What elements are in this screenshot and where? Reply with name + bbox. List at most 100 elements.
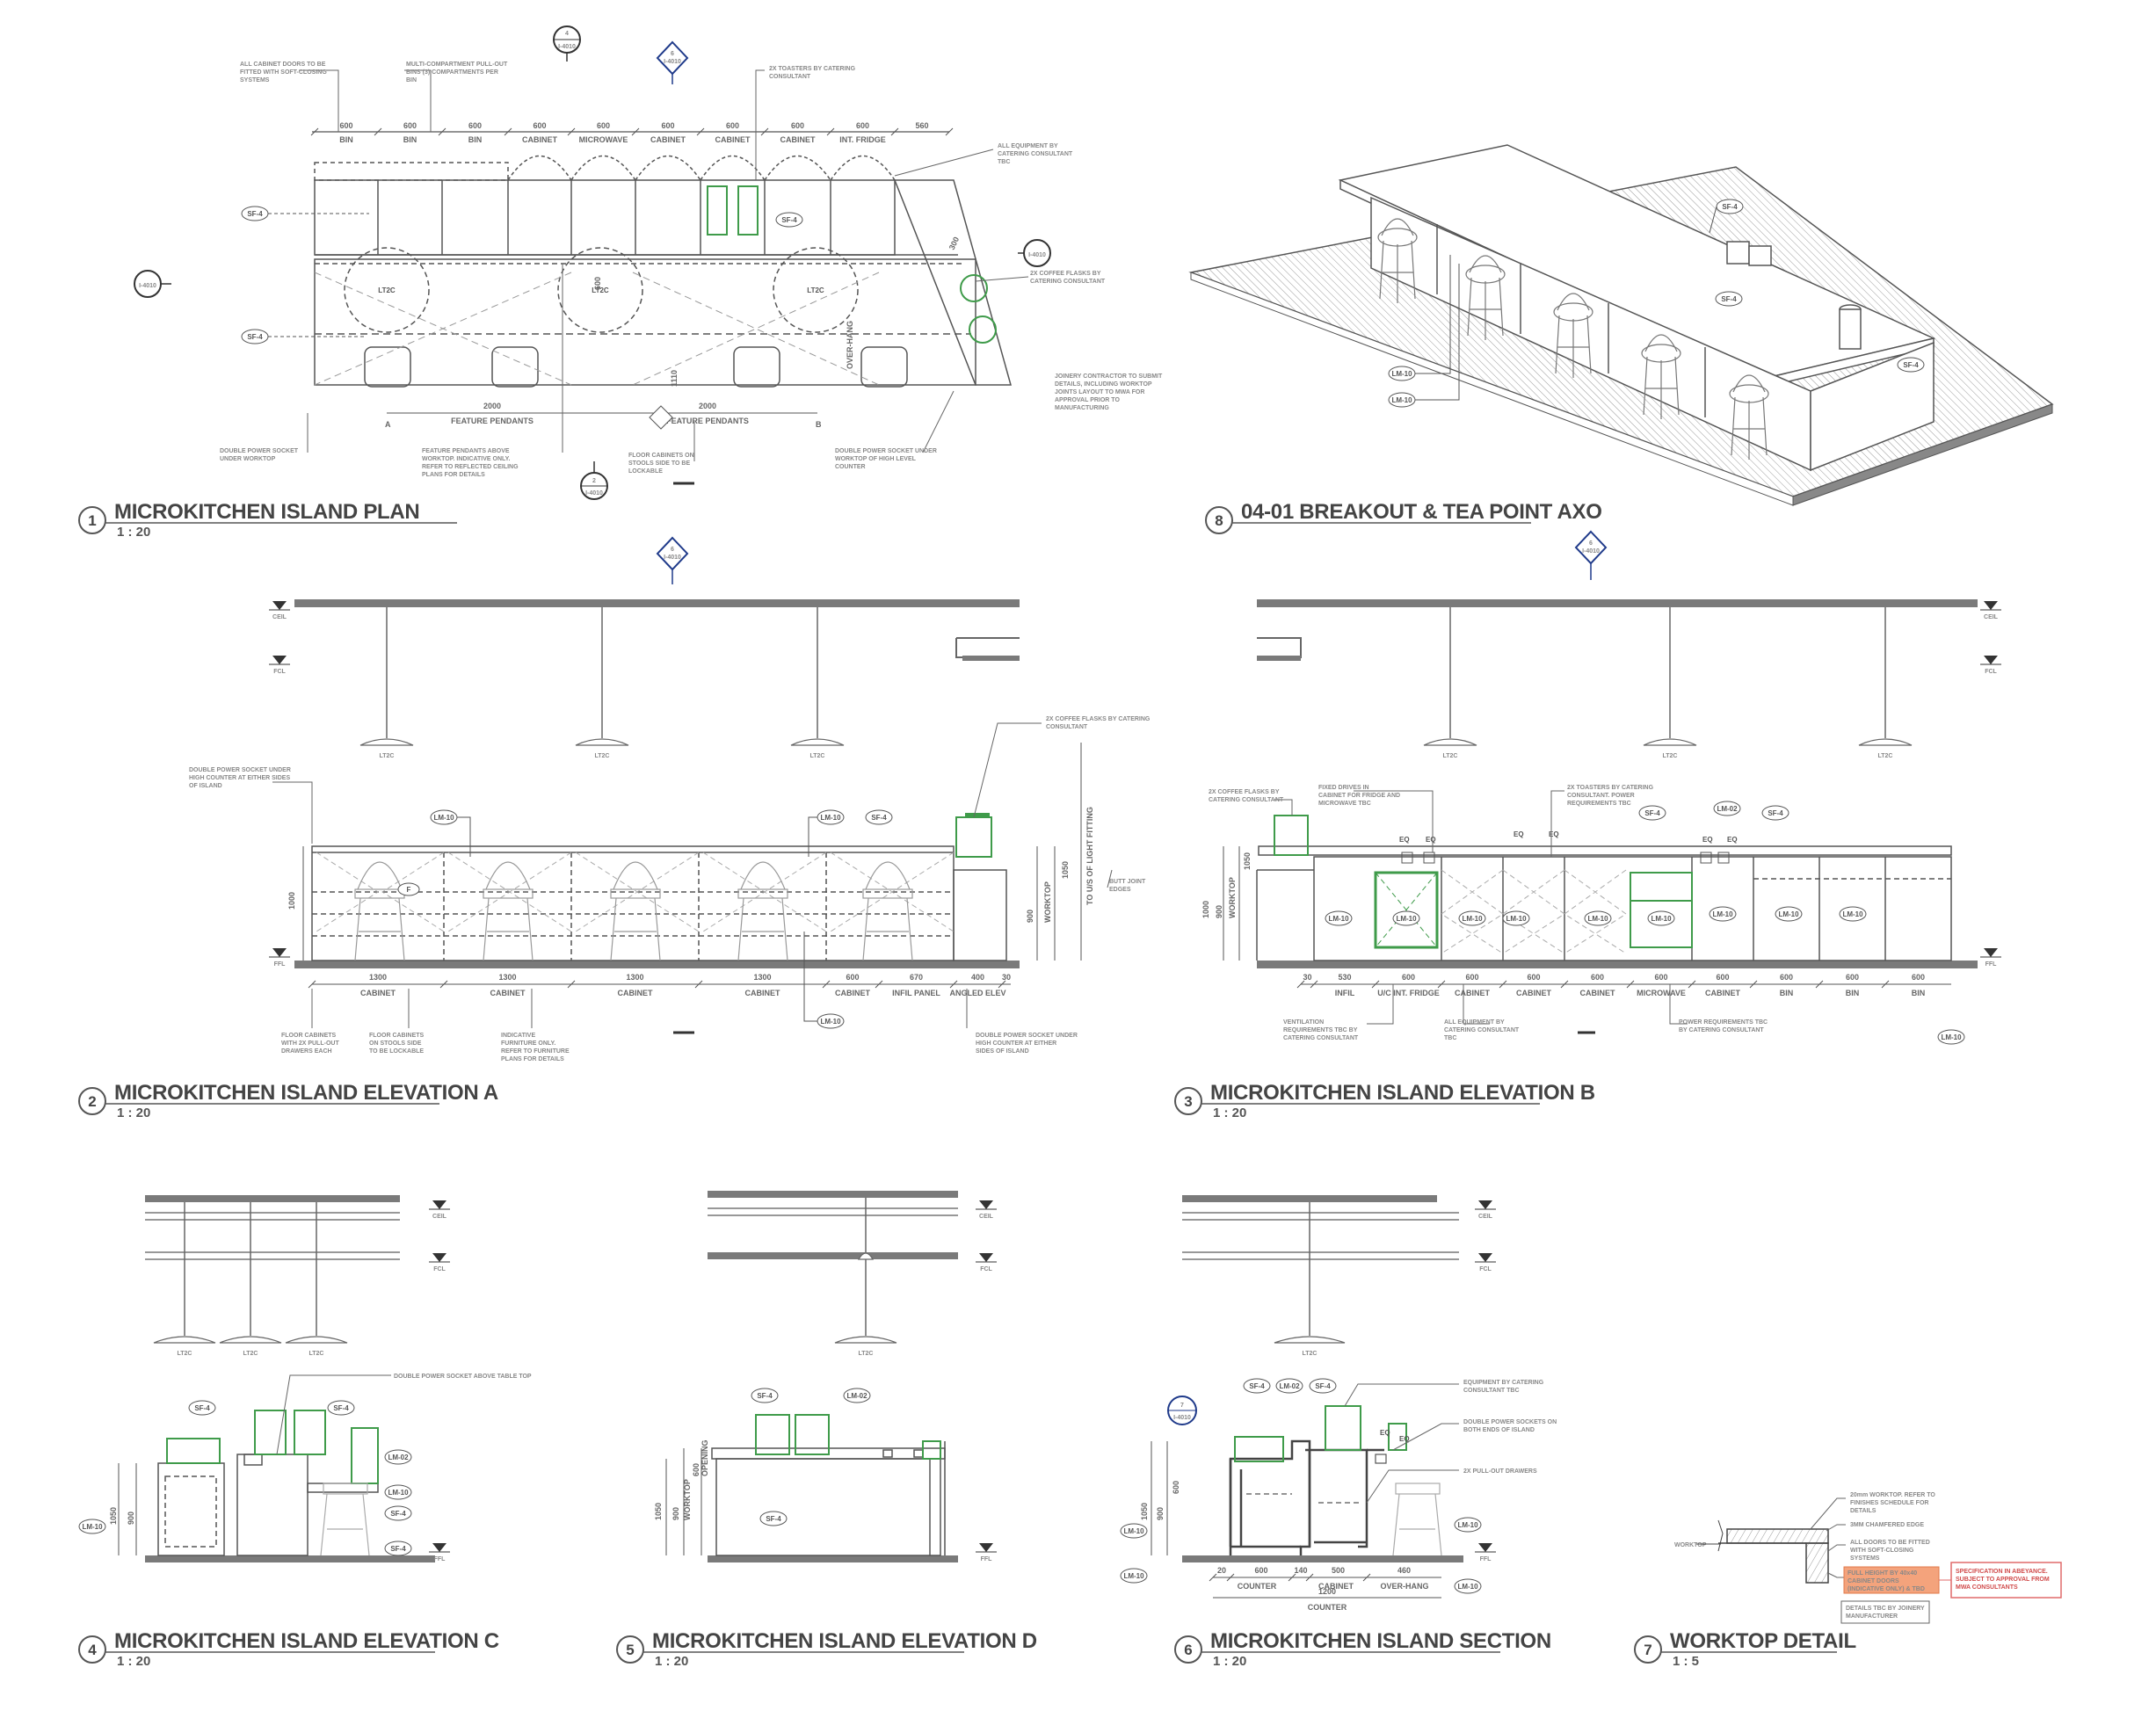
dim-value: 600	[533, 121, 546, 130]
stool-seat	[737, 888, 788, 899]
material-tag	[78, 1519, 106, 1534]
eq-label: EQ	[1514, 830, 1524, 838]
dim-value: 600	[1716, 973, 1729, 982]
section-callout-blue-3[interactable]: 6 I-4010	[1574, 530, 1608, 580]
view-number-circle	[616, 1635, 644, 1664]
material-tag	[759, 1511, 788, 1526]
material-tag-label: SF-4	[766, 1515, 781, 1523]
view-number-circle	[1174, 1087, 1202, 1115]
material-tag-label: LM-10	[1506, 915, 1527, 923]
dim-tick	[1560, 980, 1569, 989]
level-label: CEIL	[1984, 614, 1999, 620]
pendant-label: LT2C	[1443, 753, 1458, 759]
svg-text:1050: 1050	[654, 1503, 663, 1520]
material-tag	[1458, 910, 1486, 926]
material-tag-label: LM-10	[1941, 1033, 1962, 1041]
highlight-note: SPECIFICATION IN ABEYANCE.SUBJECT TO APP…	[1956, 1569, 2050, 1591]
stool-back	[1381, 218, 1414, 236]
dim-tick	[694, 980, 703, 989]
dim-tick	[631, 127, 640, 136]
section-callout-blue-1[interactable]: 6 I-4010	[656, 40, 689, 84]
level-label: CEIL	[272, 614, 287, 620]
section-callout-left[interactable]: I-4010	[134, 270, 171, 298]
section-callout-bottom[interactable]: 2 I-4010	[580, 461, 608, 500]
section-callout-right[interactable]: I-4010	[1018, 239, 1051, 267]
section-callout-top[interactable]: 4 I-4010	[553, 25, 581, 62]
svg-text:EQ: EQ	[1380, 1429, 1390, 1437]
stool-back	[357, 861, 403, 890]
cell-label: COUNTER	[1238, 1582, 1277, 1591]
dim-value: 530	[1338, 973, 1351, 982]
svg-text:I-4010: I-4010	[1582, 548, 1600, 555]
svg-text:LT2C: LT2C	[592, 286, 609, 294]
dim-tick	[890, 127, 899, 136]
view-scale: 1 : 5	[1673, 1654, 1699, 1669]
dim-value: 600	[856, 121, 869, 130]
dim-tick	[1296, 980, 1305, 989]
dim-value: 30	[1002, 973, 1011, 982]
dim-tick	[760, 127, 769, 136]
level-marker	[979, 1200, 993, 1209]
pendant-light	[834, 1336, 897, 1344]
material-tag-label: LM-10	[1457, 1521, 1478, 1529]
svg-text:600: 600	[1172, 1481, 1180, 1494]
level-label: FFL	[434, 1556, 446, 1562]
cell-label: CABINET	[715, 135, 751, 144]
stool-legs	[1643, 356, 1680, 419]
material-tag-label: LM-10	[1842, 910, 1863, 918]
stool-back	[1644, 334, 1678, 352]
svg-text:WORKTOP: WORKTOP	[683, 1479, 692, 1520]
svg-text:FEATURE PENDANTS: FEATURE PENDANTS	[666, 417, 749, 425]
material-tag-label: LM-10	[1328, 915, 1349, 923]
svg-text:LT2C: LT2C	[807, 286, 824, 294]
svg-text:FEATURE PENDANTS: FEATURE PENDANTS	[451, 417, 534, 425]
level-label: CEIL	[1478, 1214, 1493, 1220]
level-marker	[272, 656, 287, 664]
view-number-circle	[1205, 506, 1233, 534]
svg-text:B: B	[816, 420, 822, 429]
pendant-light	[575, 738, 629, 746]
dim-value: 600	[1912, 973, 1925, 982]
view-number: 8	[1215, 512, 1223, 529]
level-marker	[432, 1253, 446, 1262]
view-title: MICROKITCHEN ISLAND SECTION	[1210, 1629, 1551, 1653]
pendant-label: LT2C	[859, 1351, 874, 1357]
stool-seat	[354, 888, 405, 899]
svg-text:SF-4: SF-4	[871, 814, 887, 822]
svg-text:OVER-HANG: OVER-HANG	[846, 321, 854, 369]
svg-text:6: 6	[1589, 540, 1593, 547]
tag-sf4-c: SF-4	[775, 212, 803, 228]
dim-tick	[1626, 980, 1635, 989]
svg-text:900: 900	[1156, 1507, 1165, 1520]
section-callout-blue-2[interactable]: 6 I-4010	[656, 536, 689, 584]
stool-back	[1557, 293, 1590, 311]
stool-legs	[1379, 240, 1416, 303]
view-title: MICROKITCHEN ISLAND ELEVATION A	[114, 1081, 498, 1105]
level-label: CEIL	[432, 1214, 447, 1220]
material-tag	[1275, 1378, 1303, 1394]
dim-tick	[504, 127, 512, 136]
view-number: 2	[88, 1093, 96, 1110]
dim-value: 600	[339, 121, 352, 130]
dim-tick	[1310, 980, 1318, 989]
svg-text:900: 900	[671, 1507, 680, 1520]
dim-tick	[949, 980, 958, 989]
level-label: FCL	[273, 669, 286, 675]
material-tag-label: LM-10	[1396, 915, 1417, 923]
dim-value: 600	[661, 121, 674, 130]
svg-text:LM-10: LM-10	[1391, 396, 1412, 404]
section-callout-blue-4[interactable]: 7 I-4010	[1167, 1396, 1197, 1425]
dim-tick	[439, 980, 448, 989]
